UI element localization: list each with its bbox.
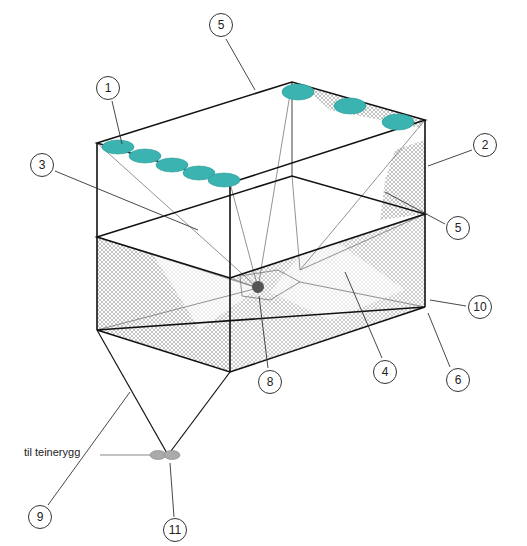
floats <box>102 84 414 187</box>
callout-circle: 4 <box>373 360 397 384</box>
callout-circle: 10 <box>468 295 492 319</box>
callout-number: 5 <box>218 19 225 31</box>
callout-circle: 5 <box>209 13 233 37</box>
rope-connectors <box>150 451 180 460</box>
callout-circle: 3 <box>30 153 54 177</box>
callout-number: 10 <box>473 301 486 313</box>
callout-number: 5 <box>455 222 462 234</box>
callout-number: 2 <box>482 139 489 151</box>
callout-number: 11 <box>169 524 181 536</box>
callout-circle: 11 <box>163 518 187 542</box>
callout-circle: 2 <box>473 133 497 157</box>
callout-circle: 8 <box>258 370 282 394</box>
callout-number: 3 <box>39 159 46 171</box>
leader-lines <box>48 39 472 517</box>
bridle <box>97 330 230 455</box>
callout-number: 8 <box>267 376 274 388</box>
callout-number: 9 <box>37 511 44 523</box>
callout-circle: 1 <box>96 76 120 100</box>
callout-circle: 6 <box>446 368 470 392</box>
callout-number: 4 <box>382 366 389 378</box>
callout-number: 1 <box>105 82 112 94</box>
bait-point <box>252 281 264 293</box>
rope-label: til teinerygg <box>22 446 82 458</box>
trap-frame <box>97 82 425 372</box>
callout-number: 6 <box>455 374 462 386</box>
callout-circle: 9 <box>28 505 52 529</box>
entrance-funnel <box>97 82 425 330</box>
callout-circle: 5 <box>446 216 470 240</box>
